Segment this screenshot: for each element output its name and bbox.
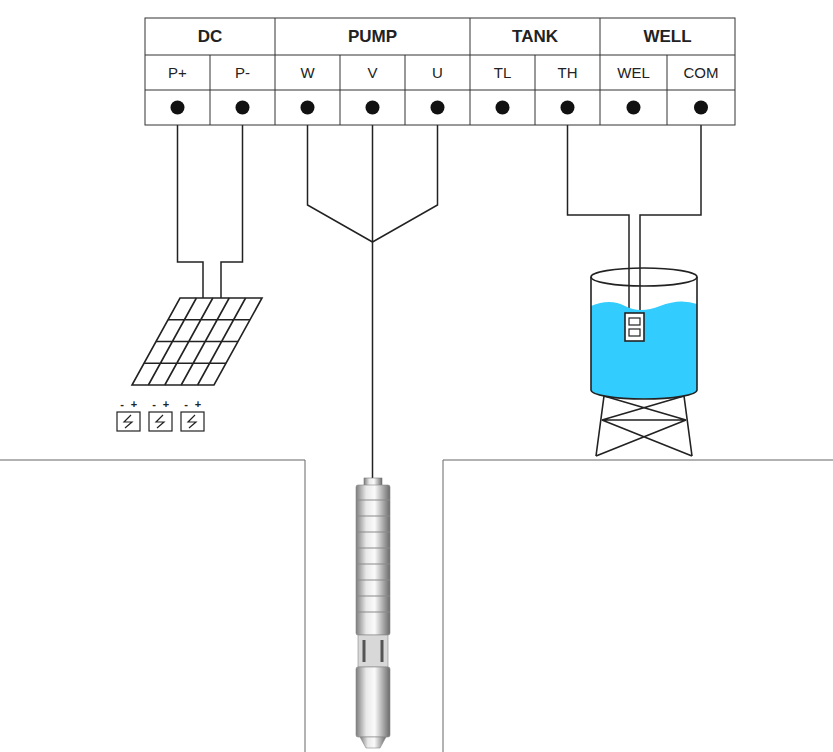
ground-line bbox=[0, 460, 305, 752]
terminal-dot bbox=[366, 101, 380, 115]
tank-top bbox=[591, 268, 697, 286]
terminal-name: WEL bbox=[617, 64, 650, 81]
submersible-pump bbox=[356, 478, 390, 748]
panel-grid bbox=[144, 298, 250, 385]
wire bbox=[372, 108, 374, 483]
wire bbox=[373, 108, 438, 243]
battery-symbols bbox=[117, 412, 204, 431]
lightning-symbol bbox=[124, 415, 132, 428]
polarity-sign: - bbox=[184, 398, 188, 410]
terminal-name: W bbox=[300, 64, 314, 81]
terminal-group: PUMP bbox=[348, 27, 397, 46]
terminal-group: DC bbox=[198, 27, 223, 46]
panel-frame bbox=[132, 298, 262, 385]
terminal-dot bbox=[694, 101, 708, 115]
terminal-name: TL bbox=[494, 64, 512, 81]
battery-box bbox=[149, 412, 172, 431]
wire bbox=[568, 108, 630, 319]
terminal-name: P+ bbox=[168, 64, 187, 81]
terminal-table bbox=[145, 18, 735, 125]
terminal-name: V bbox=[367, 64, 377, 81]
terminal-dot bbox=[627, 101, 641, 115]
terminal-name: U bbox=[432, 64, 443, 81]
terminal-dot bbox=[561, 101, 575, 115]
solar-panel bbox=[132, 298, 262, 385]
polarity-sign: + bbox=[195, 398, 201, 410]
terminal-name: P- bbox=[235, 64, 250, 81]
lightning-symbol bbox=[156, 415, 164, 428]
terminal-dot bbox=[496, 101, 510, 115]
wire bbox=[221, 108, 243, 301]
terminal-dot bbox=[431, 101, 445, 115]
well-ground bbox=[0, 460, 833, 752]
wires bbox=[178, 108, 702, 483]
ground-line bbox=[443, 460, 833, 752]
tank-tower bbox=[596, 396, 692, 456]
pump-ribs bbox=[356, 500, 390, 612]
table-border bbox=[145, 18, 735, 125]
polarity-sign: + bbox=[131, 398, 137, 410]
battery-box bbox=[117, 412, 140, 431]
terminal-dot bbox=[171, 101, 185, 115]
polarity-sign: - bbox=[152, 398, 156, 410]
terminal-name: TH bbox=[558, 64, 578, 81]
tank-body bbox=[591, 277, 697, 399]
terminal-name: COM bbox=[684, 64, 719, 81]
wire bbox=[178, 108, 204, 301]
terminal-dot bbox=[236, 101, 250, 115]
float-switch bbox=[625, 313, 644, 341]
water bbox=[591, 301, 697, 399]
polarity-sign: - bbox=[120, 398, 124, 410]
lightning-symbol bbox=[188, 415, 196, 428]
wire bbox=[308, 108, 373, 243]
table-grid bbox=[145, 18, 735, 125]
terminal-group: TANK bbox=[512, 27, 558, 46]
polarity-sign: + bbox=[163, 398, 169, 410]
battery-box bbox=[181, 412, 204, 431]
pump-intake bbox=[358, 635, 388, 667]
float-switch-part bbox=[629, 318, 640, 325]
water-tank bbox=[591, 268, 697, 456]
pump-motor bbox=[356, 667, 390, 737]
terminal-group: WELL bbox=[643, 27, 691, 46]
intake-slot bbox=[364, 640, 382, 662]
float-switch-part bbox=[629, 329, 640, 336]
terminal-dot bbox=[301, 101, 315, 115]
terminal-dots bbox=[171, 101, 709, 115]
pump-base bbox=[360, 737, 386, 748]
pump-body bbox=[356, 485, 390, 635]
